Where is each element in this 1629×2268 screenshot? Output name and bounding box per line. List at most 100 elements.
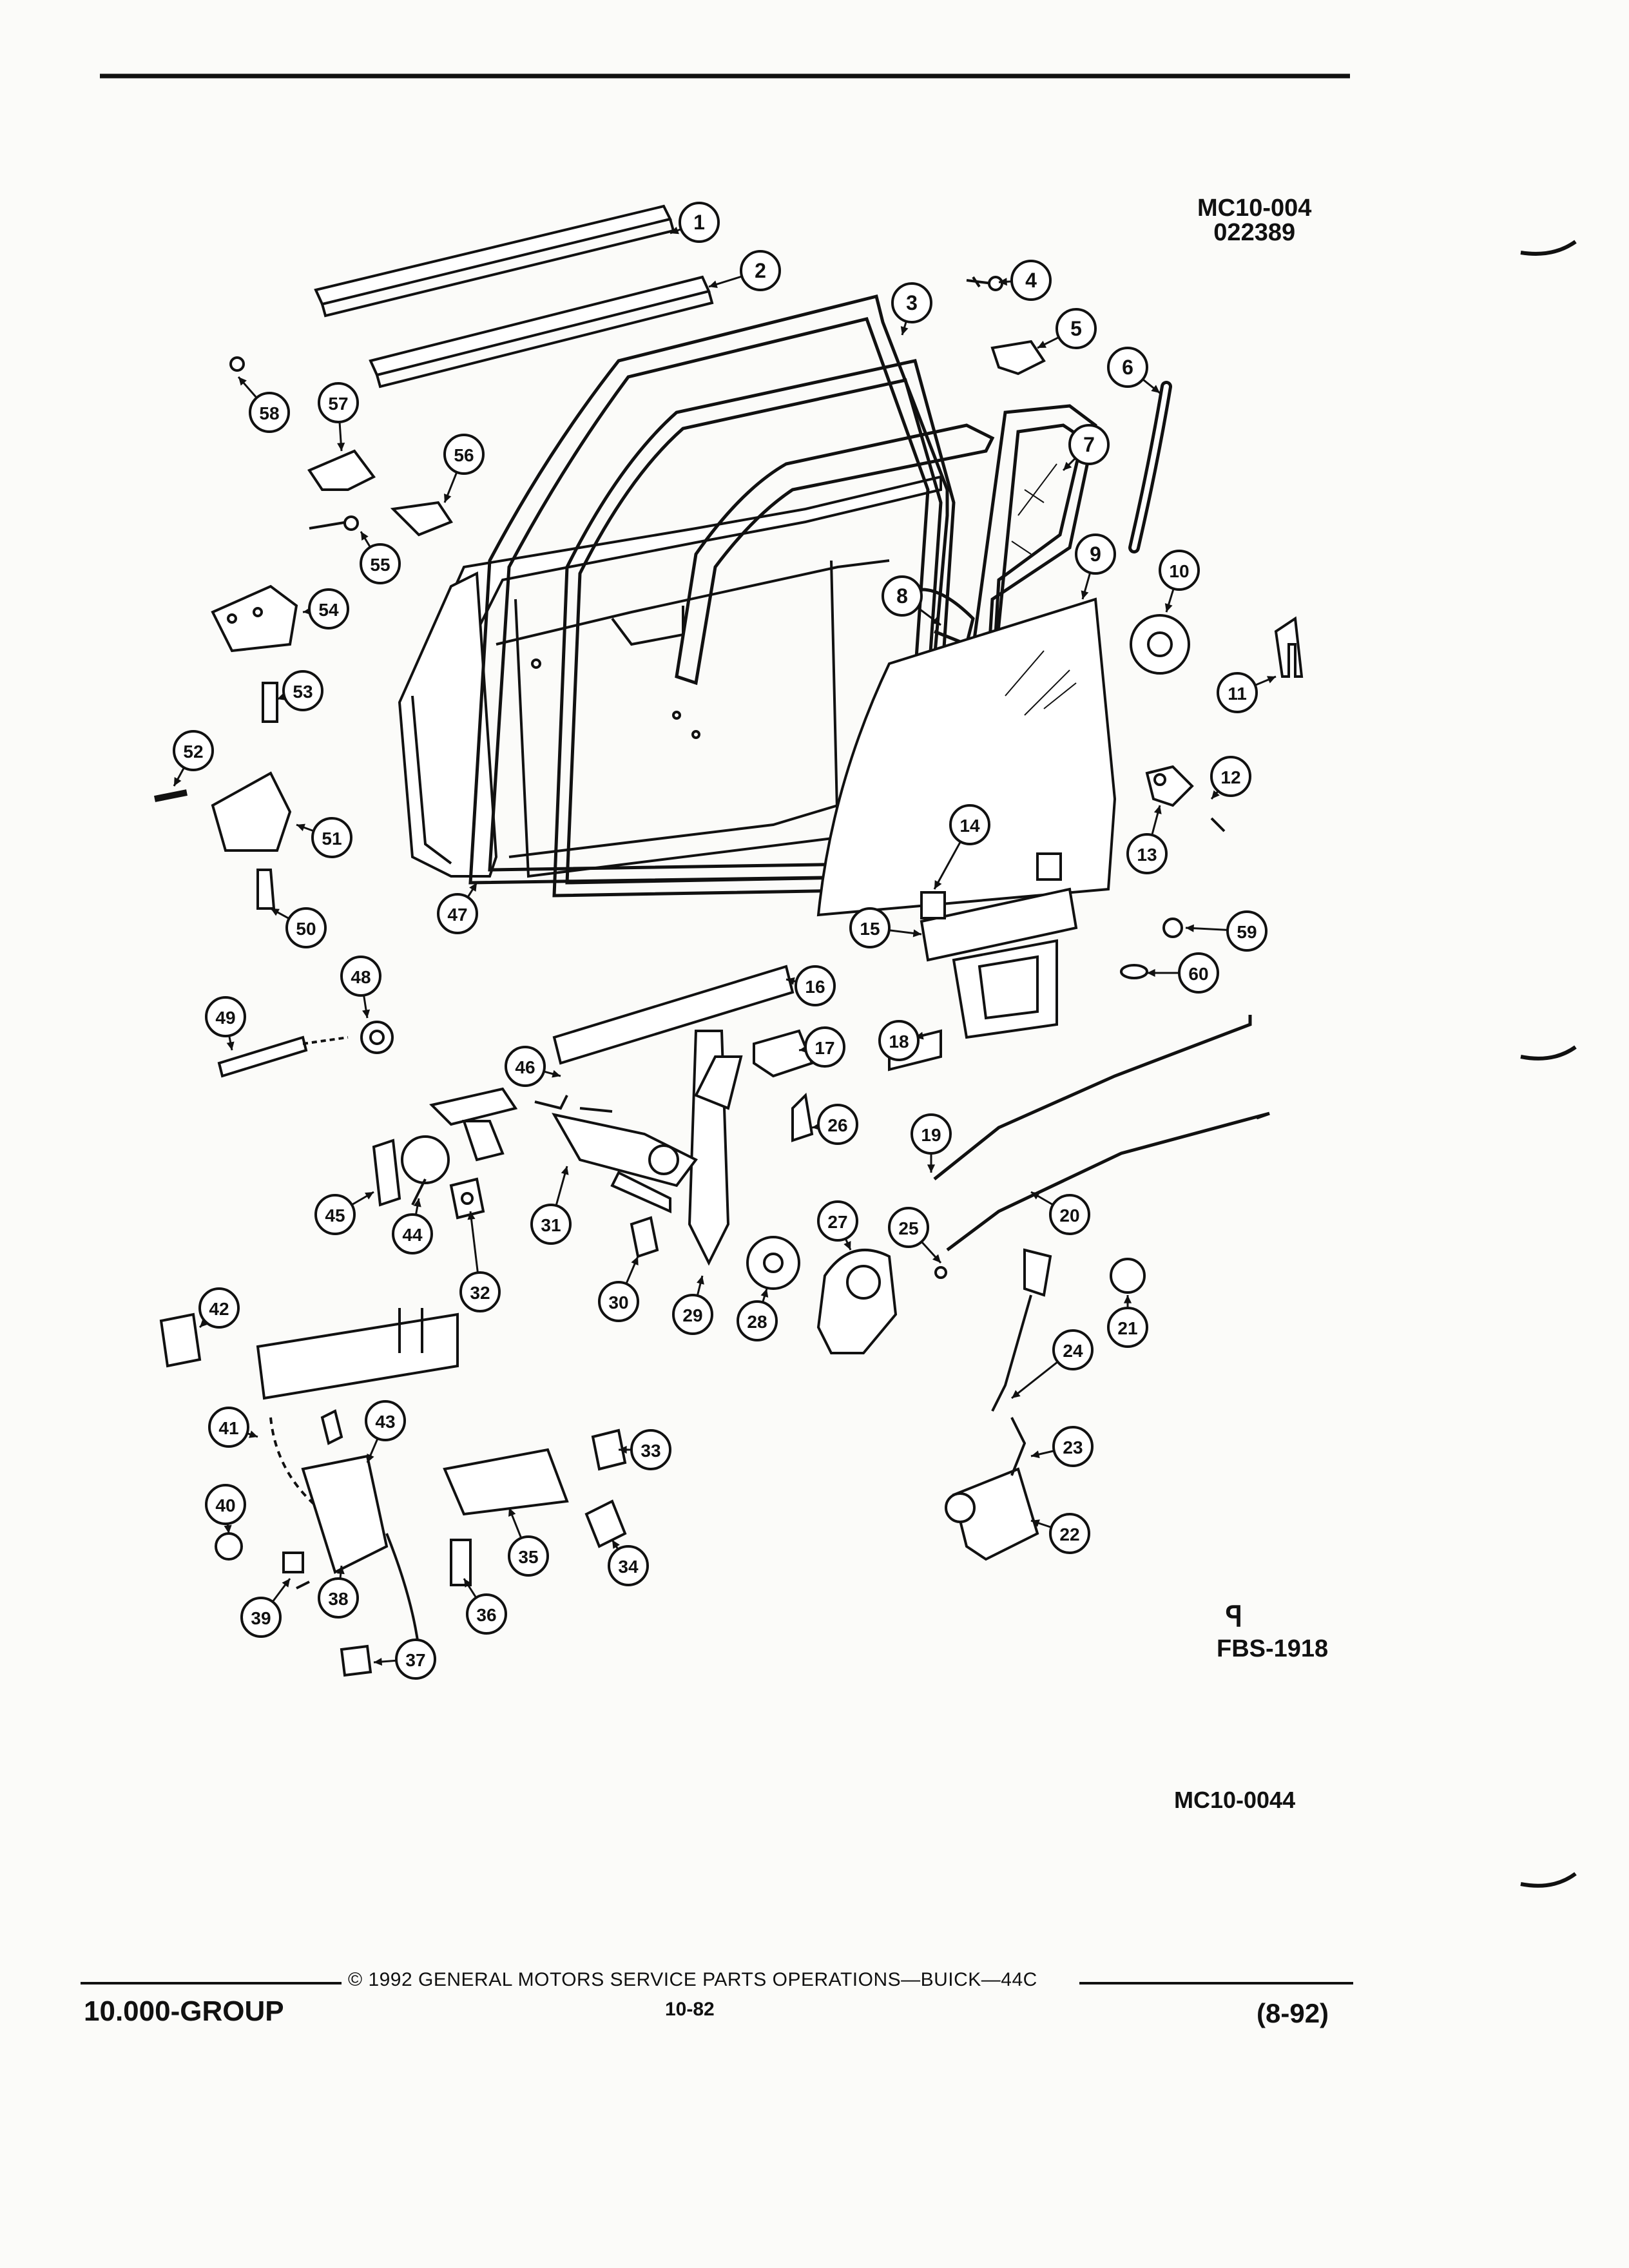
callout-7: 7 — [1062, 424, 1110, 472]
callout-circle — [360, 543, 401, 584]
callout-circle — [1055, 308, 1097, 349]
callout-number: 34 — [618, 1557, 639, 1577]
callout-20: 20 — [1030, 1191, 1090, 1235]
callout-arrowhead — [1081, 590, 1089, 599]
callout-arrowhead — [552, 1070, 561, 1078]
callout-arrowhead — [1151, 385, 1160, 393]
callout-15: 15 — [849, 907, 922, 948]
callout-circle — [249, 392, 290, 433]
callout-circle — [630, 1429, 671, 1470]
callout-number: 47 — [447, 905, 467, 925]
callout-number: 7 — [1083, 433, 1095, 456]
callout-34: 34 — [608, 1539, 649, 1586]
callout-31: 31 — [530, 1166, 572, 1245]
callout-circle — [308, 588, 349, 629]
callout-circle — [205, 996, 246, 1037]
callout-circle — [1052, 1329, 1094, 1370]
callout-circle — [882, 575, 923, 617]
callout-18: 18 — [878, 1020, 924, 1061]
callout-circle — [466, 1593, 507, 1635]
callout-circle — [318, 382, 359, 423]
callout-circle — [1217, 672, 1258, 713]
callout-circle — [437, 893, 478, 934]
callout-45: 45 — [314, 1191, 374, 1235]
callout-9: 9 — [1075, 533, 1116, 600]
callout-number: 54 — [318, 600, 339, 620]
callout-arrowhead — [912, 929, 921, 937]
callout-14: 14 — [933, 804, 990, 890]
callout-number: 36 — [476, 1605, 496, 1625]
callout-circle — [1068, 424, 1110, 465]
callout-circle — [795, 965, 836, 1006]
callout-38: 38 — [318, 1565, 359, 1619]
callout-arrowhead — [619, 1445, 627, 1454]
small-parts-upper-right — [966, 276, 1304, 979]
callout-leader — [933, 841, 961, 890]
callout-arrowhead — [469, 883, 477, 892]
callout-6: 6 — [1107, 347, 1161, 394]
callout-circle — [740, 250, 781, 291]
lock-rods — [933, 1015, 1270, 1251]
callout-number: 23 — [1063, 1437, 1083, 1457]
callout-arrowhead — [374, 1657, 383, 1666]
margin-mark — [1520, 1045, 1577, 1061]
callout-25: 25 — [888, 1207, 942, 1264]
callout-circle — [365, 1400, 406, 1441]
callout-arrowhead — [1031, 1519, 1040, 1527]
callout-arrowhead — [508, 1508, 516, 1517]
callout-number: 16 — [805, 977, 825, 997]
callout-number: 59 — [1237, 922, 1257, 942]
callout-46: 46 — [505, 1046, 561, 1087]
callout-number: 15 — [860, 919, 880, 939]
callout-leader — [469, 1211, 479, 1273]
callout-arrowhead — [361, 532, 369, 541]
callout-60: 60 — [1147, 952, 1219, 994]
callout-circle — [285, 907, 327, 948]
callout-arrowhead — [249, 1430, 258, 1438]
callout-circle — [608, 1545, 649, 1586]
callout-leader — [1011, 1361, 1059, 1399]
callout-number: 45 — [325, 1206, 345, 1225]
callout-circle — [598, 1281, 639, 1322]
callout-1: 1 — [670, 202, 720, 243]
callout-circle — [443, 434, 485, 475]
power-lock-actuator — [934, 1248, 1146, 1561]
callout-circle — [911, 1113, 952, 1155]
callout-number: 58 — [259, 403, 279, 423]
callout-56: 56 — [443, 434, 485, 503]
callout-circle — [1075, 533, 1116, 575]
callout-57: 57 — [318, 382, 359, 452]
callout-number: 33 — [641, 1441, 660, 1461]
callout-26: 26 — [811, 1104, 858, 1145]
callout-arrowhead — [467, 1211, 476, 1220]
callout-circle — [173, 730, 214, 771]
callout-number: 11 — [1228, 684, 1247, 704]
callout-circle — [1107, 1307, 1148, 1348]
callout-number: 37 — [405, 1650, 425, 1670]
callout-19: 19 — [911, 1113, 952, 1173]
callout-arrowhead — [612, 1540, 620, 1549]
callout-number: 10 — [1169, 561, 1189, 581]
window-regulator — [552, 965, 795, 1266]
callout-arrowhead — [1031, 1192, 1040, 1200]
callout-28: 28 — [737, 1288, 778, 1341]
callout-arrowhead — [238, 377, 247, 386]
callout-circle — [949, 804, 990, 845]
callout-arrowhead — [282, 1579, 290, 1588]
callout-circle — [1049, 1513, 1090, 1554]
callout-48: 48 — [340, 956, 381, 1019]
callout-55: 55 — [360, 531, 401, 584]
callout-number: 29 — [682, 1305, 702, 1325]
figure-code-top: MC10-004 022389 — [1197, 196, 1311, 245]
callout-circle — [505, 1046, 546, 1087]
callout-circle — [1210, 756, 1251, 797]
callout-arrowhead — [1063, 461, 1072, 470]
callout-number: 17 — [815, 1038, 834, 1058]
callout-40: 40 — [205, 1484, 246, 1534]
callout-number: 5 — [1070, 317, 1082, 340]
sash-channel — [920, 852, 1078, 1039]
callout-arrowhead — [337, 443, 345, 451]
door-frame-seal — [468, 294, 956, 898]
